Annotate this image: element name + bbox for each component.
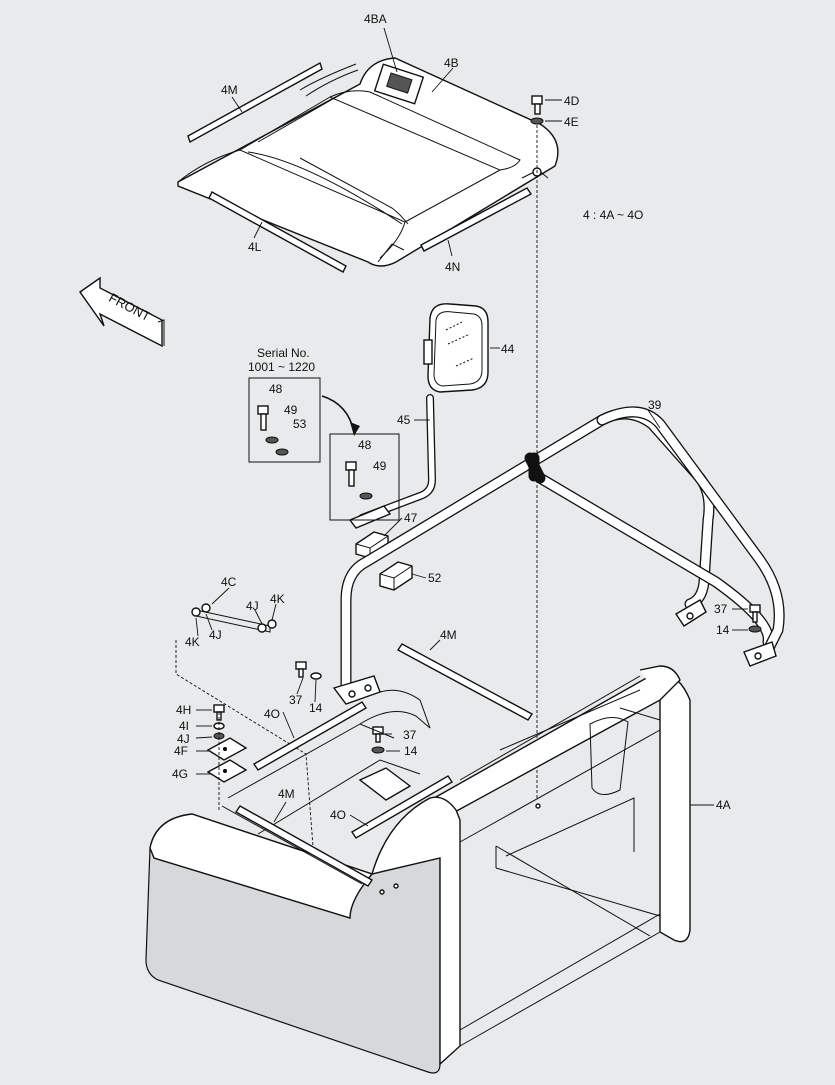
mirror-44	[423, 303, 489, 393]
bolt-37-left	[295, 661, 322, 680]
bolt-37-right	[748, 604, 762, 633]
label-48-b: 48	[358, 438, 372, 452]
serial-change-arrow	[321, 395, 355, 433]
roof-panel-4B	[177, 57, 559, 267]
label-49-a: 49	[284, 403, 298, 417]
trim-strip-4O-right	[351, 775, 453, 839]
label-37-center: 37	[403, 728, 417, 742]
label-48-a: 48	[269, 382, 283, 396]
label-45: 45	[397, 413, 411, 427]
label-4K-b: 4K	[185, 635, 200, 649]
front-arrow	[79, 276, 165, 348]
label-37-right: 37	[714, 602, 728, 616]
label-4M-mid: 4M	[440, 628, 457, 642]
trim-strip-4M-mid	[396, 643, 534, 721]
leader-lines	[195, 27, 748, 827]
fastener-stack-4H-4G	[206, 704, 248, 783]
label-4N: 4N	[445, 260, 460, 274]
bolt-37-center	[371, 726, 385, 754]
label-53: 53	[293, 417, 307, 431]
label-4J-b: 4J	[209, 628, 222, 642]
label-4J-a: 4J	[246, 599, 259, 613]
label-4M-top: 4M	[221, 83, 238, 97]
label-4E: 4E	[564, 115, 579, 129]
label-52: 52	[428, 571, 442, 585]
trim-strip-4N	[420, 187, 533, 252]
label-49-b: 49	[373, 459, 387, 473]
label-4I: 4I	[179, 719, 189, 733]
label-serial-range: 1001 ~ 1220	[248, 360, 315, 374]
trim-strip-4O-left	[253, 701, 367, 771]
label-4J-c: 4J	[177, 732, 190, 746]
trim-strip-4M-bot	[234, 805, 374, 887]
frame-4A	[145, 665, 691, 1074]
label-14-center: 14	[404, 744, 418, 758]
label-4BA: 4BA	[364, 12, 387, 26]
label-14-left: 14	[309, 701, 323, 715]
label-4G: 4G	[172, 767, 188, 781]
label-4O-b: 4O	[330, 808, 346, 822]
label-37-left: 37	[289, 693, 303, 707]
label-39: 39	[648, 398, 662, 412]
trim-strip-4L	[208, 191, 347, 273]
label-44: 44	[501, 342, 515, 356]
washer-4E	[530, 117, 544, 125]
rubber-block-52	[379, 561, 413, 591]
label-4M-bot: 4M	[278, 787, 295, 801]
label-14-right: 14	[716, 623, 730, 637]
hinge-rod-4C	[191, 603, 277, 633]
trim-strip-4M-top	[187, 61, 323, 144]
roll-bar-39	[332, 406, 785, 705]
detail-box	[329, 433, 400, 521]
label-4K-a: 4K	[270, 592, 285, 606]
label-4L: 4L	[248, 240, 262, 254]
label-4F: 4F	[174, 744, 188, 758]
label-4H: 4H	[176, 703, 191, 717]
label-47: 47	[404, 511, 418, 525]
label-4A: 4A	[716, 798, 731, 812]
label-4C: 4C	[221, 575, 237, 589]
label-serial-title: Serial No.	[257, 346, 310, 360]
serial-box	[248, 377, 321, 463]
label-4D: 4D	[564, 94, 580, 108]
label-part-range: 4 : 4A ~ 4O	[583, 208, 643, 222]
bolt-4D	[531, 95, 543, 115]
mirror-stay-45	[348, 394, 436, 529]
label-4O-a: 4O	[264, 707, 280, 721]
label-4B: 4B	[444, 56, 459, 70]
